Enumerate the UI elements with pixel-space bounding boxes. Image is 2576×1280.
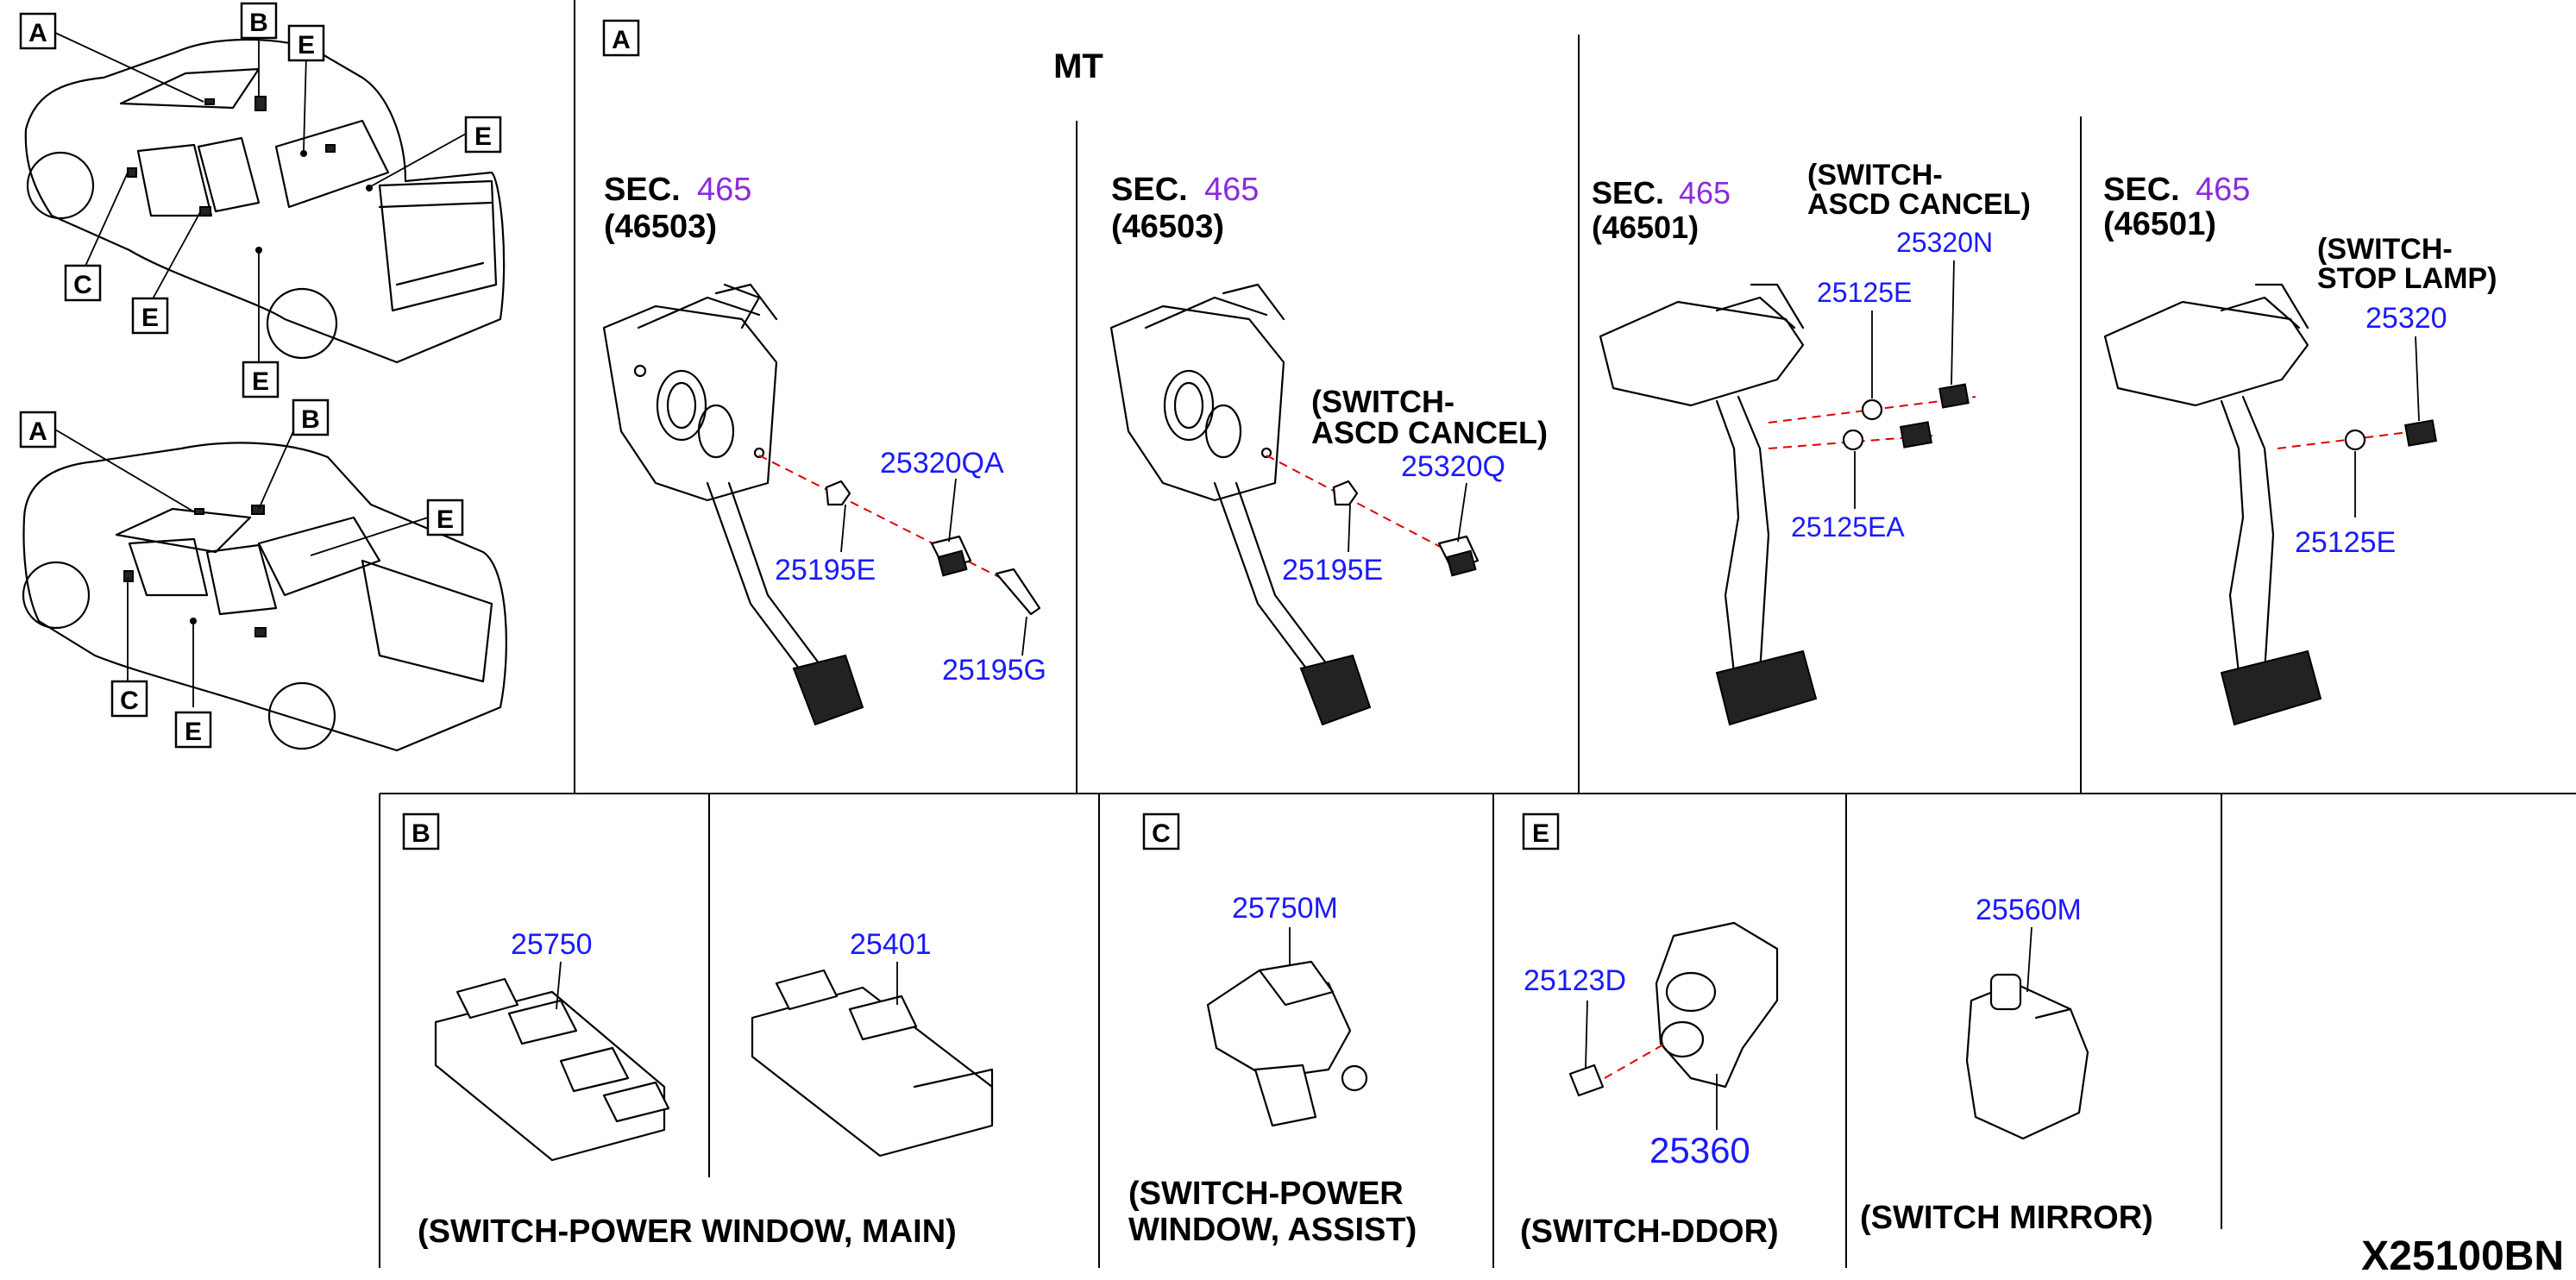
pedal-4-parts — [2277, 336, 2437, 518]
part-25195E-2: 25195E — [1282, 554, 1383, 587]
stop-caption-line1: (SWITCH- — [2317, 233, 2453, 266]
caption-power-window-main: (SWITCH-POWER WINDOW, MAIN) — [418, 1214, 957, 1250]
pedal-1-parts — [758, 455, 1041, 656]
sec-number-4: 465 — [2196, 172, 2250, 208]
power-window-main-switch — [434, 961, 670, 1162]
pedal-assembly-2 — [1109, 283, 1372, 726]
sec-sub-46503-2: (46503) — [1111, 209, 1224, 245]
sec-number-3: 465 — [1679, 175, 1731, 210]
sec-number-1: 465 — [697, 172, 751, 208]
mirror-switch — [1965, 926, 2089, 1140]
panel-dividers — [379, 0, 2576, 1268]
pedal-assembly-3 — [1599, 283, 1818, 726]
truck-overview-top — [24, 38, 506, 364]
ascd-caption-1-line2: ASCD CANCEL) — [1311, 415, 1548, 450]
callout-e-truck-top-3: E — [141, 304, 159, 332]
part-25320QA: 25320QA — [880, 447, 1004, 480]
sec-prefix-3: SEC. — [1592, 175, 1664, 210]
truck-overview-bottom-markers — [123, 505, 267, 637]
sec-sub-46501-4: (46501) — [2103, 206, 2216, 242]
callout-boxes-truck-top: A B E E C E E — [19, 2, 502, 398]
truck-overview-bottom-leaders — [54, 429, 429, 707]
diagram-code: X25100BN — [2361, 1233, 2564, 1279]
sec-prefix-4: SEC. — [2103, 172, 2180, 208]
callout-b-section: B — [412, 819, 430, 848]
section-c: C 25750M (SWITCH-POWER WINDOW, ASSIST) — [1128, 813, 1417, 1248]
callout-e-section: E — [1532, 819, 1549, 848]
mt-label: MT — [1053, 47, 1103, 85]
part-25125E-3: 25125E — [1817, 277, 1912, 308]
part-25320N: 25320N — [1896, 227, 1993, 258]
section-b: B 25750 25401 (SWITCH-POWER WINDOW, MAIN… — [402, 813, 957, 1250]
truck-overview-top-markers — [127, 96, 373, 254]
part-25125EA: 25125EA — [1791, 511, 1905, 543]
callout-e-truck-top-2: E — [474, 122, 492, 151]
callout-c-truck-top: C — [73, 271, 92, 299]
truck-overview-top-leaders — [54, 32, 467, 362]
section-mirror: 25560M (SWITCH MIRROR) — [1860, 894, 2153, 1236]
part-25560M: 25560M — [1976, 894, 2082, 926]
pedal-assembly-4 — [2103, 283, 2322, 726]
callout-b-truck-bottom: B — [301, 405, 320, 434]
callout-e-truck-bottom-2: E — [185, 718, 202, 746]
caption-pw-assist-line2: WINDOW, ASSIST) — [1128, 1212, 1417, 1248]
part-25195E-1: 25195E — [775, 554, 876, 587]
pedal-panel-2-labels: SEC. 465 (46503) (SWITCH- ASCD CANCEL) 2… — [1111, 172, 1548, 587]
callout-a-truck-bottom: A — [28, 417, 47, 446]
truck-overview-bottom — [22, 442, 507, 752]
power-window-switch-25401 — [751, 962, 994, 1158]
door-switch — [1568, 921, 1779, 1130]
sec-number-2: 465 — [1204, 172, 1259, 208]
ascd-caption-2-line1: (SWITCH- — [1807, 159, 1943, 191]
ascd-caption-1-line1: (SWITCH- — [1311, 384, 1454, 419]
part-25750M: 25750M — [1232, 892, 1338, 925]
sec-prefix-2: SEC. — [1111, 172, 1188, 208]
section-a-header: A MT — [602, 19, 1103, 85]
section-e: E 25123D 25360 (SWITCH-DDOR) — [1520, 813, 1779, 1250]
sec-prefix-1: SEC. — [604, 172, 681, 208]
sec-sub-46501-3: (46501) — [1592, 210, 1699, 245]
callout-e-truck-top-4: E — [252, 367, 269, 396]
part-25320Q: 25320Q — [1401, 450, 1505, 483]
pedal-assembly-1 — [602, 283, 864, 726]
callout-boxes-truck-bottom: A B E C E — [19, 398, 464, 749]
caption-pw-assist-line1: (SWITCH-POWER — [1128, 1176, 1404, 1212]
part-25360: 25360 — [1649, 1130, 1750, 1170]
callout-b-truck-top: B — [249, 9, 268, 37]
part-25195G: 25195G — [942, 654, 1046, 687]
pedal-2-parts — [1266, 455, 1480, 577]
part-25750: 25750 — [511, 928, 593, 961]
part-25123D: 25123D — [1524, 964, 1626, 997]
pedal-panel-4-labels: SEC. 465 (46501) (SWITCH- STOP LAMP) 253… — [2103, 172, 2497, 559]
part-25401: 25401 — [850, 928, 932, 961]
callout-e-truck-top-1: E — [298, 31, 315, 60]
pedal-3-parts — [1768, 260, 1976, 509]
pedal-panel-1-labels: SEC. 465 (46503) 25320QA 25195E 25195G — [604, 172, 1046, 687]
part-25320: 25320 — [2366, 302, 2447, 335]
callout-c-truck-bottom: C — [120, 687, 139, 715]
ascd-caption-2-line2: ASCD CANCEL) — [1807, 188, 2031, 221]
caption-mirror: (SWITCH MIRROR) — [1860, 1200, 2153, 1236]
callout-a-section: A — [612, 26, 631, 54]
pedal-panel-3-labels: SEC. 465 (46501) (SWITCH- ASCD CANCEL) 2… — [1592, 159, 2031, 543]
power-window-assist-switch — [1206, 927, 1368, 1127]
stop-caption-line2: STOP LAMP) — [2317, 262, 2497, 295]
part-25125E-4: 25125E — [2295, 526, 2396, 559]
callout-e-truck-bottom-1: E — [437, 505, 454, 534]
callout-a-truck-top: A — [28, 19, 47, 47]
callout-c-section: C — [1152, 819, 1171, 848]
sec-sub-46503-1: (46503) — [604, 209, 717, 245]
caption-door: (SWITCH-DDOR) — [1520, 1214, 1779, 1250]
